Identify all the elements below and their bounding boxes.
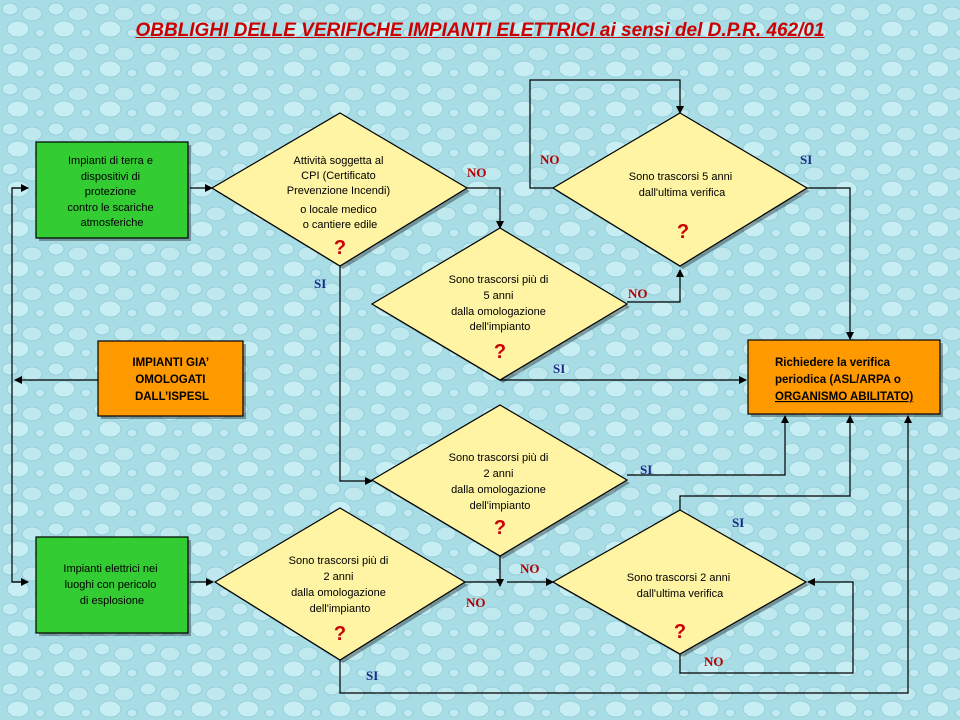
decision-due-ultima: Sono trascorsi 2 anni dall'ultima verifi… <box>551 509 809 657</box>
box-terra-line: atmosferiche <box>81 217 144 229</box>
decision-cinque-omol-line: Sono trascorsi più di <box>449 274 549 286</box>
box-terra-text: Impianti di terra e dispositivi di prote… <box>67 155 156 229</box>
decision-due-ult-line: dall'ultima verifica <box>637 588 724 600</box>
box-verifica-line: Richiedere la verifica <box>775 357 891 369</box>
box-terra-line: dispositivi di <box>81 171 140 183</box>
decision-due-omol-a-line: 2 anni <box>483 468 513 480</box>
decision-due-omol-b-line: dell'impianto <box>310 603 371 615</box>
decision-cinque-ultima: Sono trascorsi 5 anni dall'ultima verifi… <box>551 112 810 269</box>
decision-due-omologazione-b: Sono trascorsi più di 2 anni dalla omolo… <box>213 507 468 663</box>
decision-cpi-line: o locale medico <box>300 204 376 216</box>
si-label: SI <box>366 668 378 683</box>
no-label: NO <box>466 595 486 610</box>
box-omologati-line: DALL’ISPESL <box>135 391 209 403</box>
svg-text:Attività soggetta al CPI: Attività soggetta al CPI (Certificato Pr… <box>287 155 393 231</box>
no-label: NO <box>704 654 724 669</box>
decision-cinque-omol-line: dell'impianto <box>470 321 531 333</box>
decision-cinque-omologazione: Sono trascorsi più di 5 anni dalla omolo… <box>370 227 630 383</box>
box-terra-line: Impianti di terra e <box>68 155 153 167</box>
question-mark: ? <box>674 621 686 643</box>
decision-cinque-ult-line: dall'ultima verifica <box>639 187 726 199</box>
box-esplosione-line: luoghi con pericolo <box>65 579 157 591</box>
decision-due-ult-line: Sono trascorsi 2 anni <box>627 572 730 584</box>
box-verifica: Richiedere la verifica periodica (ASL/AR… <box>747 339 943 417</box>
decision-cpi-line: o cantiere edile <box>303 219 378 231</box>
box-verifica-line: periodica (ASL/ARPA o <box>775 374 901 386</box>
no-label: NO <box>540 152 560 167</box>
flow-labels: NO SI NO NO SI SI SI SI NO NO NO SI <box>314 152 812 683</box>
decision-cpi-line: Attività soggetta al <box>294 155 384 167</box>
svg-text:Sono trascorsi più di 2: Sono trascorsi più di 2 anni dalla omolo… <box>449 452 552 512</box>
box-terra-line: contro le scariche <box>67 202 153 214</box>
no-label: NO <box>467 165 487 180</box>
decision-due-omol-b-line: Sono trascorsi più di <box>289 555 389 567</box>
decision-due-omol-b-line: dalla omologazione <box>291 587 386 599</box>
decision-cpi-line: CPI (Certificato <box>301 170 376 182</box>
page-title: OBBLIGHI DELLE VERIFICHE IMPIANTI ELETTR… <box>135 20 825 41</box>
si-label: SI <box>314 276 326 291</box>
decision-cinque-ult-line: Sono trascorsi 5 anni <box>629 171 732 183</box>
box-terra-line: protezione <box>85 186 136 198</box>
decision-due-omologazione-a: Sono trascorsi più di 2 anni dalla omolo… <box>370 404 630 559</box>
question-mark: ? <box>494 341 506 363</box>
decision-due-omol-a-line: Sono trascorsi più di <box>449 452 549 464</box>
si-label: SI <box>553 361 565 376</box>
box-omologati-line: IMPIANTI GIA’ <box>132 357 208 369</box>
box-esplosione-line: di esplosione <box>80 595 144 607</box>
si-label: SI <box>800 152 812 167</box>
box-omologati: IMPIANTI GIA’ OMOLOGATI DALL’ISPESL <box>97 340 246 419</box>
decision-cinque-omol-line: 5 anni <box>483 290 513 302</box>
svg-text:Richiedere la verifica p: Richiedere la verifica periodica (ASL/AR… <box>775 357 913 403</box>
box-esplosione: Impianti elettrici nei luoghi con perico… <box>35 536 191 636</box>
si-label: SI <box>640 462 652 477</box>
decision-cinque-omol-line: dalla omologazione <box>451 306 546 318</box>
no-label: NO <box>520 561 540 576</box>
question-mark: ? <box>334 623 346 645</box>
svg-text:IMPIANTI GIA’ OMOLOGATI: IMPIANTI GIA’ OMOLOGATI DALL’ISPESL <box>132 357 211 403</box>
svg-text:Impianti elettrici nei l: Impianti elettrici nei luoghi con perico… <box>63 563 160 607</box>
box-esplosione-line: Impianti elettrici nei <box>63 563 157 575</box>
decision-cpi-line: Prevenzione Incendi) <box>287 185 390 197</box>
no-label: NO <box>628 286 648 301</box>
connectors <box>11 79 912 694</box>
box-terra: Impianti di terra e dispositivi di prote… <box>35 141 191 241</box>
question-mark: ? <box>677 221 689 243</box>
si-label: SI <box>732 515 744 530</box>
svg-text:Sono trascorsi 2 anni da: Sono trascorsi 2 anni dall'ultima verifi… <box>627 572 733 600</box>
decision-due-omol-a-line: dalla omologazione <box>451 484 546 496</box>
box-verifica-line: ORGANISMO ABILITATO) <box>775 391 913 403</box>
box-omologati-line: OMOLOGATI <box>135 374 205 386</box>
decision-cpi: Attività soggetta al CPI (Certificato Pr… <box>210 112 470 269</box>
question-mark: ? <box>334 237 346 259</box>
svg-text:Sono trascorsi più di 2: Sono trascorsi più di 2 anni dalla omolo… <box>289 555 392 615</box>
decision-due-omol-a-line: dell'impianto <box>470 500 531 512</box>
question-mark: ? <box>494 517 506 539</box>
svg-text:Sono trascorsi 5 anni da: Sono trascorsi 5 anni dall'ultima verifi… <box>629 171 735 199</box>
decision-due-omol-b-line: 2 anni <box>323 571 353 583</box>
svg-text:Sono trascorsi più di 5: Sono trascorsi più di 5 anni dalla omolo… <box>449 274 552 333</box>
